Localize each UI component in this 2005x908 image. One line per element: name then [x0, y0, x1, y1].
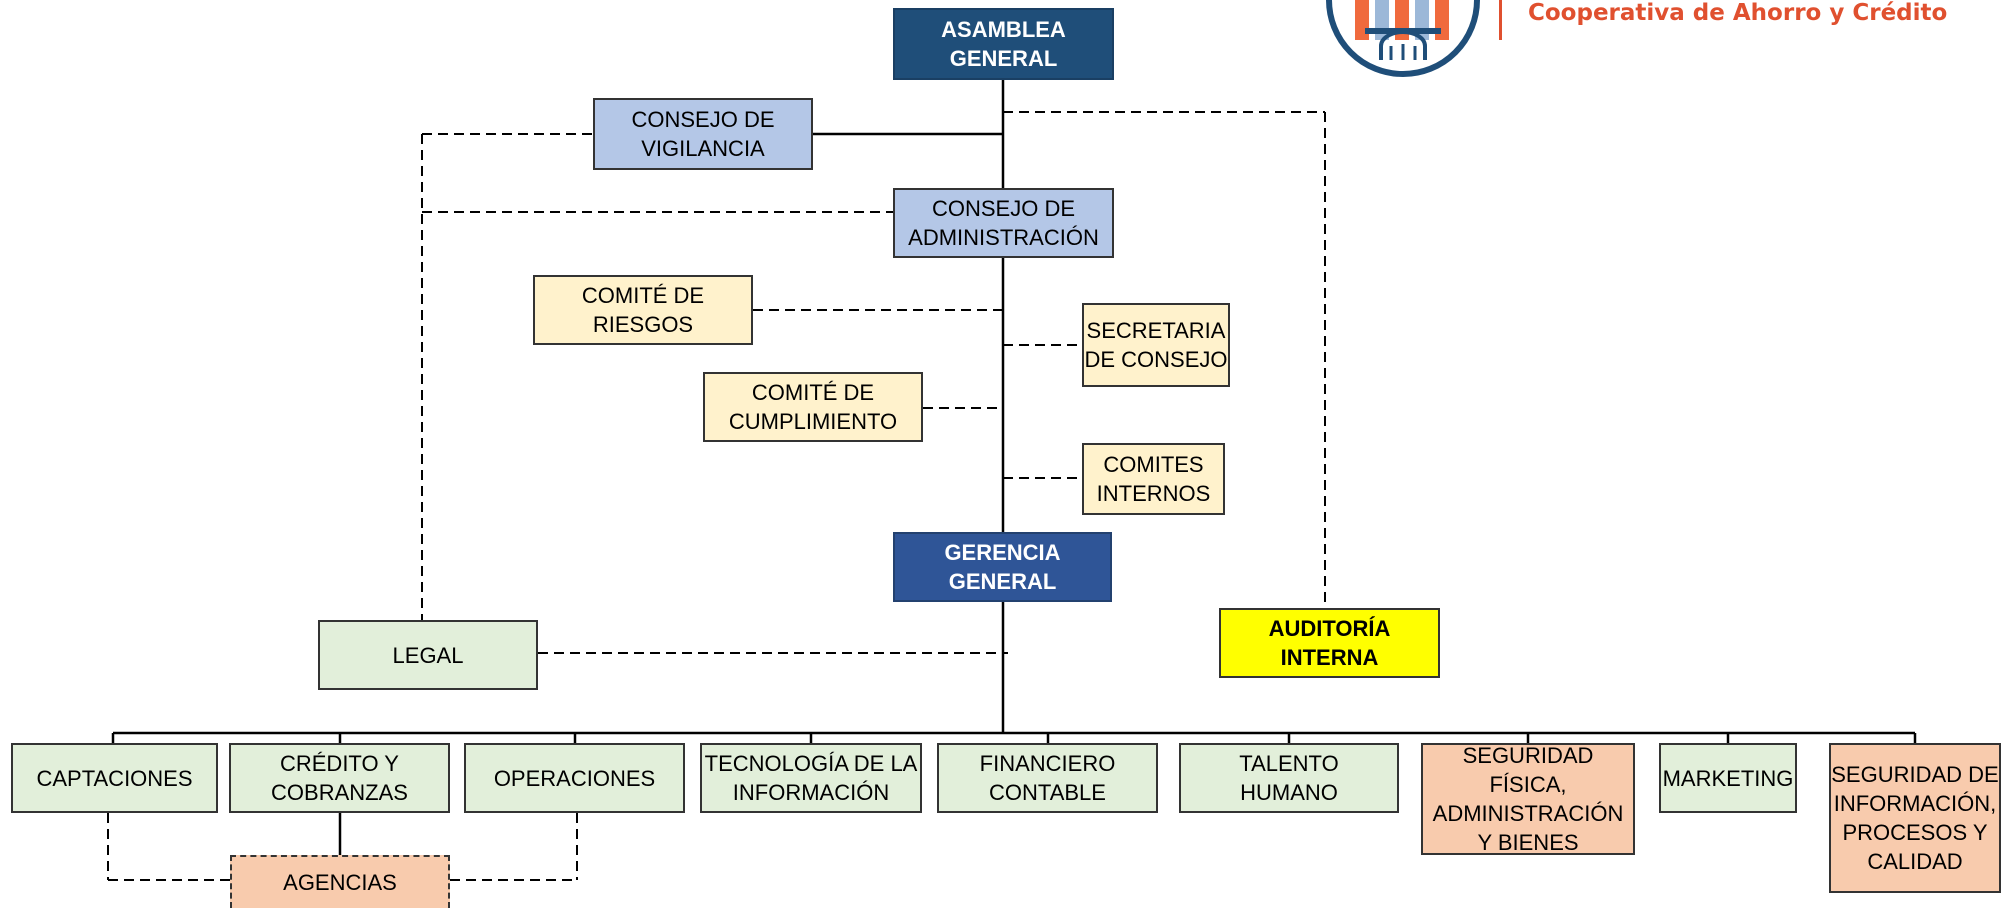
department-operaciones-box: OPERACIONES — [464, 743, 685, 813]
department-seguridad-fisica-box: SEGURIDAD FÍSICA, ADMINISTRACIÓN Y BIENE… — [1421, 743, 1635, 855]
department-marketing-box: MARKETING — [1659, 743, 1797, 813]
consejo-vigilancia-box: CONSEJO DE VIGILANCIA — [593, 98, 813, 170]
department-tecnologia-box: TECNOLOGÍA DE LA INFORMACIÓN — [700, 743, 922, 813]
asamblea-general-box: ASAMBLEA GENERAL — [893, 8, 1114, 80]
secretaria-consejo-box: SECRETARIA DE CONSEJO — [1082, 303, 1230, 387]
department-financiero-box: FINANCIERO CONTABLE — [937, 743, 1158, 813]
comite-riesgos-box: COMITÉ DE RIESGOS — [533, 275, 753, 345]
gerencia-general-box: GERENCIA GENERAL — [893, 532, 1112, 602]
consejo-administracion-box: CONSEJO DE ADMINISTRACIÓN — [893, 188, 1114, 258]
department-talento-humano-box: TALENTO HUMANO — [1179, 743, 1399, 813]
brand-divider — [1499, 0, 1502, 40]
comite-cumplimiento-box: COMITÉ DE CUMPLIMIENTO — [703, 372, 923, 442]
cooperative-building-logo-icon — [1326, 0, 1480, 77]
legal-box: LEGAL — [318, 620, 538, 690]
auditoria-interna-box: AUDITORÍA INTERNA — [1219, 608, 1440, 678]
department-credito-cobranzas-box: CRÉDITO Y COBRANZAS — [229, 743, 450, 813]
department-captaciones-box: CAPTACIONES — [11, 743, 218, 813]
department-seguridad-informacion-box: SEGURIDAD DE INFORMACIÓN, PROCESOS Y CAL… — [1829, 743, 2001, 893]
agencias-box: AGENCIAS — [230, 855, 450, 908]
comites-internos-box: COMITES INTERNOS — [1082, 443, 1225, 515]
brand-tagline: Cooperativa de Ahorro y Crédito — [1528, 0, 1948, 26]
